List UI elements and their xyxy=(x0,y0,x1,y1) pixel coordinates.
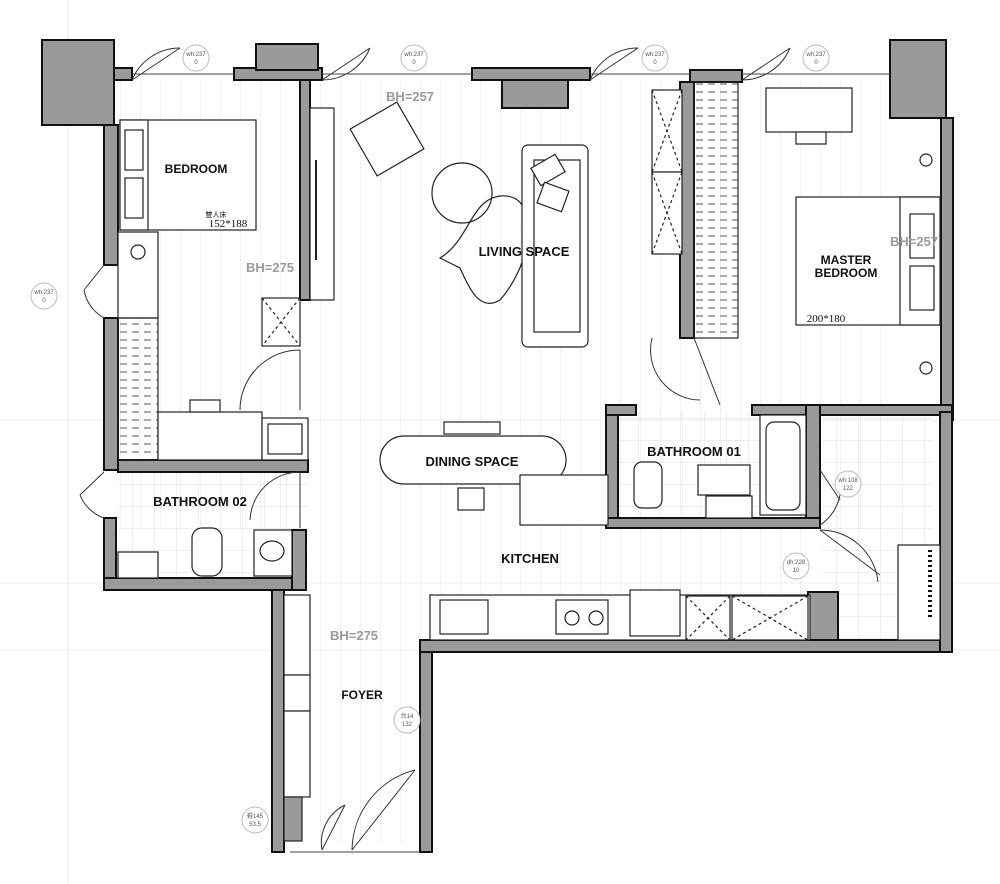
master-bed-size: 200*180 xyxy=(807,313,846,325)
window-tag-2: wh:237 xyxy=(403,52,424,58)
kitchen-label: KITCHEN xyxy=(501,551,559,566)
bh-bedroom: BH=275 xyxy=(246,260,294,275)
bh-master: BH=257 xyxy=(890,234,938,249)
foyer-tag-b: 132 xyxy=(402,722,413,728)
door-tag-b: 53.5 xyxy=(249,822,261,828)
bh-living: BH=257 xyxy=(386,89,434,104)
window-tag-1: wh:237 xyxy=(185,52,206,58)
kitchen-tag: dh:228 xyxy=(787,560,806,566)
window-tag-1-b: 0 xyxy=(194,60,198,66)
window-tag-3-b: 0 xyxy=(653,60,657,66)
master-bedroom-label-2: BEDROOM xyxy=(815,266,878,280)
height-labels: BH=257 BH=275 BH=257 BH=275 xyxy=(246,89,938,643)
walls xyxy=(41,39,954,853)
bedroom-bed-size: 152*188 xyxy=(209,218,248,230)
bedroom-bed-type: 雙人床 xyxy=(206,210,227,219)
left-tag-b: 0 xyxy=(42,298,46,304)
bh-foyer: BH=275 xyxy=(330,628,378,643)
dining-space-label: DINING SPACE xyxy=(426,454,519,469)
bathroom-02-label: BATHROOM 02 xyxy=(153,494,247,509)
furniture xyxy=(117,81,941,842)
bath-tag: wh:108 xyxy=(837,478,858,484)
window-tag-2-b: 0 xyxy=(412,60,416,66)
dimension-tag-text: wh:237 0 wh:237 0 wh:237 0 wh:237 0 wh:2… xyxy=(33,52,858,828)
bathroom-01-label: BATHROOM 01 xyxy=(647,444,741,459)
living-space-label: LIVING SPACE xyxy=(479,244,570,259)
door-swings xyxy=(79,47,881,851)
window-tag-3: wh:237 xyxy=(644,52,665,58)
foyer-tag: 台14 xyxy=(401,712,414,720)
window-tag-4: wh:237 xyxy=(805,52,826,58)
room-labels: BEDROOM LIVING SPACE MASTER BEDROOM DINI… xyxy=(153,162,877,702)
foyer-label: FOYER xyxy=(341,688,383,702)
door-tag: 鞋145 xyxy=(247,812,264,820)
windows xyxy=(132,73,890,853)
kitchen-tag-b: 10 xyxy=(793,568,800,574)
bedroom-label: BEDROOM xyxy=(165,162,228,176)
left-tag: wh:237 xyxy=(33,290,54,296)
window-tag-4-b: 0 xyxy=(814,60,818,66)
dimension-tags xyxy=(30,44,862,834)
bath-tag-b: 122 xyxy=(843,486,854,492)
bed-labels: 雙人床 152*188 200*180 xyxy=(206,210,846,325)
master-bedroom-label-1: MASTER xyxy=(821,253,872,267)
